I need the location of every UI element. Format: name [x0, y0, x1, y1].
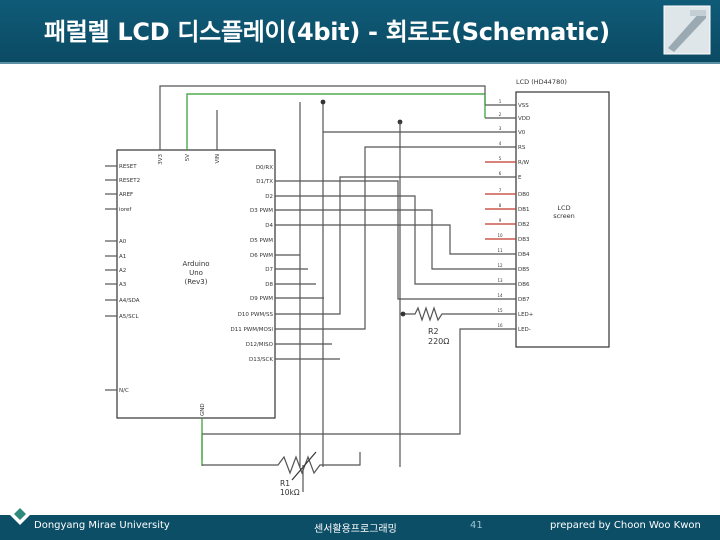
r2-name: R2: [428, 327, 439, 336]
lcd-pin-label: DB2: [518, 222, 530, 228]
arduino-name-line: Arduino: [182, 260, 209, 268]
lcd-pin-number: 3: [499, 126, 502, 131]
signal-wire: [275, 224, 485, 255]
arduino-right-pin-label: D7: [265, 267, 273, 273]
signal-wire: [275, 195, 485, 285]
lcd-pin-label: R/W: [518, 160, 530, 166]
arduino-left-pin-label: A4/SDA: [119, 298, 140, 304]
footer-author: prepared by Choon Woo Kwon: [550, 520, 701, 531]
lcd-pin-number: 13: [497, 278, 503, 283]
arduino-right-pin-label: D9 PWM: [250, 296, 273, 302]
lcd-screen-label: screen: [553, 212, 575, 220]
page-number: 41: [470, 520, 483, 531]
junction-dot: [397, 119, 403, 125]
r1-name: R1: [280, 479, 290, 488]
slide-header: 패럴렐 LCD 디스플레이(4bit) - 회로도(Schematic): [0, 0, 720, 62]
lcd-pin-number: 1: [499, 99, 502, 104]
lcd-pin-label: VDD: [518, 116, 530, 122]
lcd-pin-number: 16: [497, 323, 503, 328]
lcd-title: LCD (HD44780): [516, 78, 567, 86]
arduino-name-line: (Rev3): [185, 278, 208, 286]
arduino-right-pin-label: D3 PWM: [250, 208, 273, 214]
arduino-right-pin-label: D11 PWM/MOSI: [230, 327, 273, 333]
lcd-pin-label: LED+: [518, 312, 534, 318]
r1-value: 10kΩ: [280, 488, 300, 497]
footer-university: Dongyang Mirae University: [34, 520, 170, 531]
slide-title: 패럴렐 LCD 디스플레이(4bit) - 회로도(Schematic): [44, 18, 610, 46]
arduino-left-pin-label: A2: [119, 268, 126, 274]
arduino-right-pin-label: D10 PWM/SS: [238, 312, 274, 318]
lcd-pin-label: DB4: [518, 252, 530, 258]
lcd-pin-label: DB0: [518, 192, 530, 198]
lcd-pin-number: 5: [499, 156, 502, 161]
header-divider: [0, 62, 720, 64]
lcd-pin-label: DB5: [518, 267, 530, 273]
arduino-right-pin-label: D5 PWM: [250, 238, 273, 244]
lcd-pin-number: 15: [497, 308, 503, 313]
arduino-left-pin-label: A1: [119, 254, 126, 260]
r1-potentiometer: [202, 452, 361, 475]
arduino-top-pin-label: VIN: [215, 154, 221, 164]
lcd-body: [515, 91, 610, 348]
lcd-pin-number: 14: [497, 293, 503, 298]
arduino-right-pin-label: D6 PWM: [250, 253, 273, 259]
lcd-pin-number: 11: [497, 248, 503, 253]
arduino-left-pin-label: RESET2: [119, 178, 140, 184]
arduino-left-pin-label: N/C: [119, 388, 129, 394]
lcd-pin-number: 8: [499, 203, 502, 208]
footer-course: 센서활용프로그래밍: [314, 524, 397, 535]
lcd-pin-number: 7: [499, 188, 502, 193]
arduino-name-line: Uno: [189, 269, 203, 277]
slide-footer: [0, 515, 720, 540]
arduino-left-pin-label: ioref: [119, 207, 132, 213]
arduino-top-pin-label: 3V3: [158, 154, 164, 165]
arduino-right-pin-label: D8: [265, 282, 273, 288]
vdd-rail: [186, 93, 485, 110]
led-ground-wire: [202, 328, 485, 435]
signal-wire: [275, 209, 485, 270]
lcd-pin-label: DB3: [518, 237, 530, 243]
junction-dot: [320, 99, 326, 105]
arduino-right-pin-label: D13/SCK: [249, 357, 273, 363]
lcd-pin-label: DB6: [518, 282, 530, 288]
arduino-body: [116, 149, 276, 419]
lcd-pin-number: 12: [497, 263, 503, 268]
lcd-screen-label: LCD: [557, 204, 570, 212]
junction-dot: [400, 311, 406, 317]
signal-wire: [275, 180, 485, 300]
r2-resistor: [403, 306, 485, 322]
arduino-left-pin-label: A3: [119, 282, 127, 288]
lcd-pin-number: 4: [499, 141, 502, 146]
arduino-right-pin-label: D1/TX: [256, 179, 273, 185]
arduino-right-pin-label: D12/MISO: [246, 342, 274, 348]
r1-wiper-arrow: [291, 451, 317, 481]
arduino-left-pin-label: A5/SCL: [119, 314, 139, 320]
lcd-pin-number: 10: [497, 233, 503, 238]
logo-icon: [663, 5, 711, 55]
lcd-pin-label: E: [518, 175, 522, 181]
lcd-pin-number: 9: [499, 218, 502, 223]
lcd-pin-label: RS: [518, 145, 526, 151]
lcd-pin-label: DB1: [518, 207, 530, 213]
arduino-top-pin-label: 5V: [185, 154, 191, 161]
arduino-left-pin-label: AREF: [119, 192, 133, 198]
arduino-gnd-label: GND: [200, 403, 206, 416]
lcd-pin-label: DB7: [518, 297, 530, 303]
arduino-right-pin-label: D4: [265, 223, 273, 229]
arduino-left-pin-label: RESET: [119, 164, 137, 170]
arduino-right-pin-label: D2: [265, 194, 273, 200]
lcd-pin-number: 2: [499, 112, 502, 117]
lcd-pin-label: V0: [518, 130, 526, 136]
signal-wire: [275, 176, 485, 315]
lcd-pin-label: VSS: [518, 103, 529, 109]
signal-wire: [275, 146, 485, 330]
arduino-left-pin-label: A0: [119, 239, 127, 245]
lcd-pin-number: 6: [499, 171, 502, 176]
r2-value: 220Ω: [428, 337, 449, 346]
diamond-logo-icon: [9, 503, 31, 525]
lcd-pin-label: LED-: [518, 327, 531, 333]
arduino-right-pin-label: D0/RX: [256, 165, 273, 171]
